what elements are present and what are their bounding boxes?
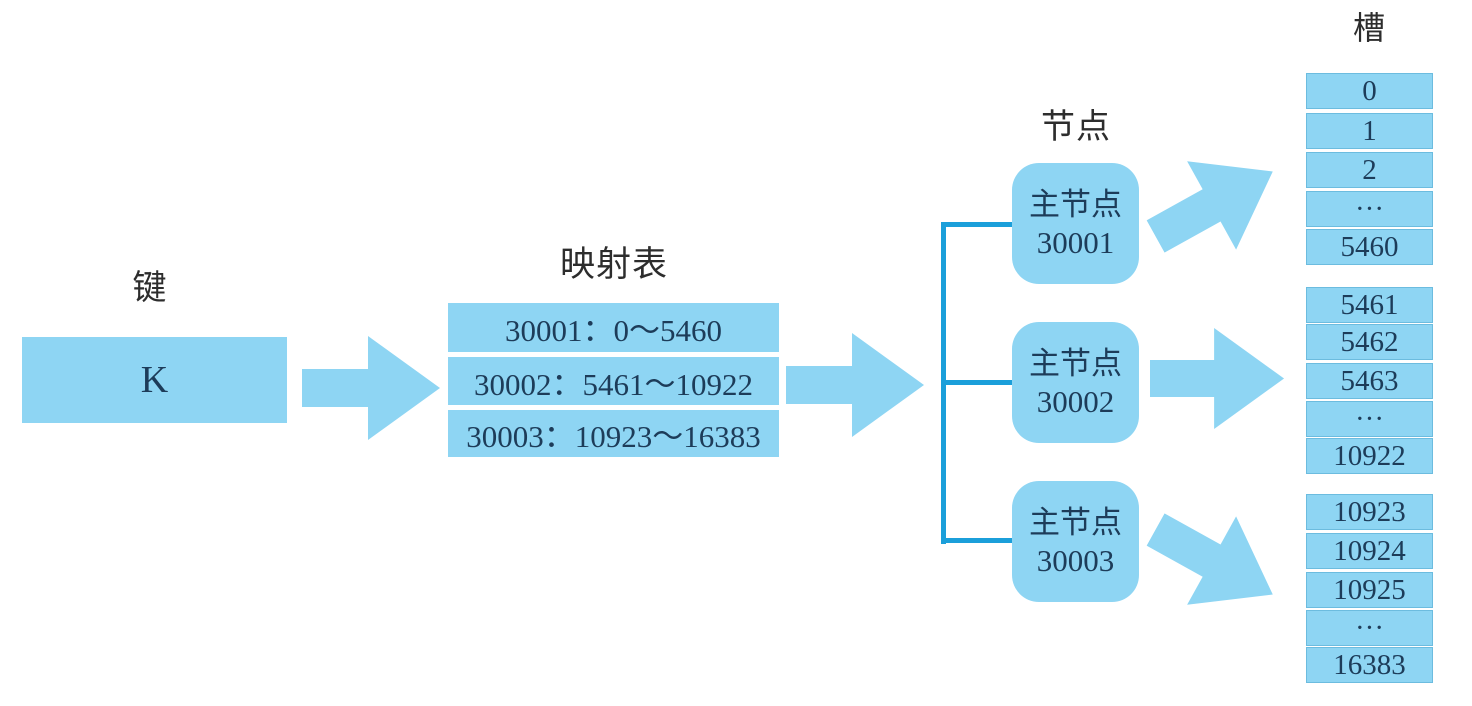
slot-cell: 5463	[1306, 363, 1433, 399]
slot-cell: ···	[1306, 191, 1433, 227]
node-box-30001: 主节点 30001	[1012, 163, 1139, 284]
slot-cell: 5461	[1306, 287, 1433, 323]
slot-cell: 16383	[1306, 647, 1433, 683]
node-role: 主节点	[1029, 346, 1122, 381]
slot-cell: ···	[1306, 401, 1433, 437]
key-value: K	[140, 359, 169, 401]
nodes-label: 节点	[1041, 109, 1111, 146]
mapping-row: 30001：0～5460	[448, 303, 779, 352]
node-port: 30003	[1036, 543, 1115, 578]
node-port: 30002	[1036, 384, 1115, 419]
mapping-row: 30002：5461～10922	[448, 357, 779, 405]
node-role: 主节点	[1029, 187, 1122, 222]
slot-cell: 2	[1306, 152, 1433, 188]
slot-cell: 10922	[1306, 438, 1433, 474]
node-connector-branch-3	[944, 538, 1014, 543]
node-box-30003: 主节点 30003	[1012, 481, 1139, 602]
arrow-node3-to-slots-icon	[1128, 480, 1302, 645]
slot-cell: 5462	[1306, 324, 1433, 360]
mapping-table-label: 映射表	[559, 245, 668, 284]
key-box: K	[22, 337, 287, 423]
slot-cell: 10924	[1306, 533, 1433, 569]
mapping-row: 30003：10923～16383	[448, 410, 779, 457]
node-box-30002: 主节点 30002	[1012, 322, 1139, 443]
slots-label: 槽	[1352, 10, 1386, 46]
slot-cell: ···	[1306, 610, 1433, 646]
node-connector-branch-2	[944, 380, 1014, 385]
node-connector-branch-1	[944, 222, 1014, 227]
slot-cell: 1	[1306, 113, 1433, 149]
arrow-node2-to-slots-icon	[1150, 322, 1286, 435]
node-role: 主节点	[1029, 505, 1122, 540]
slot-cell: 0	[1306, 73, 1433, 109]
arrow-node1-to-slots-icon	[1128, 121, 1302, 286]
slot-cell: 5460	[1306, 229, 1433, 265]
node-port: 30001	[1036, 225, 1115, 260]
node-connector-vertical-line	[941, 222, 946, 544]
slot-cell: 10923	[1306, 494, 1433, 530]
arrow-mapping-to-nodes-icon	[786, 327, 926, 443]
arrow-key-to-mapping-icon	[302, 330, 442, 446]
slot-cell: 10925	[1306, 572, 1433, 608]
key-label: 键	[132, 270, 168, 307]
